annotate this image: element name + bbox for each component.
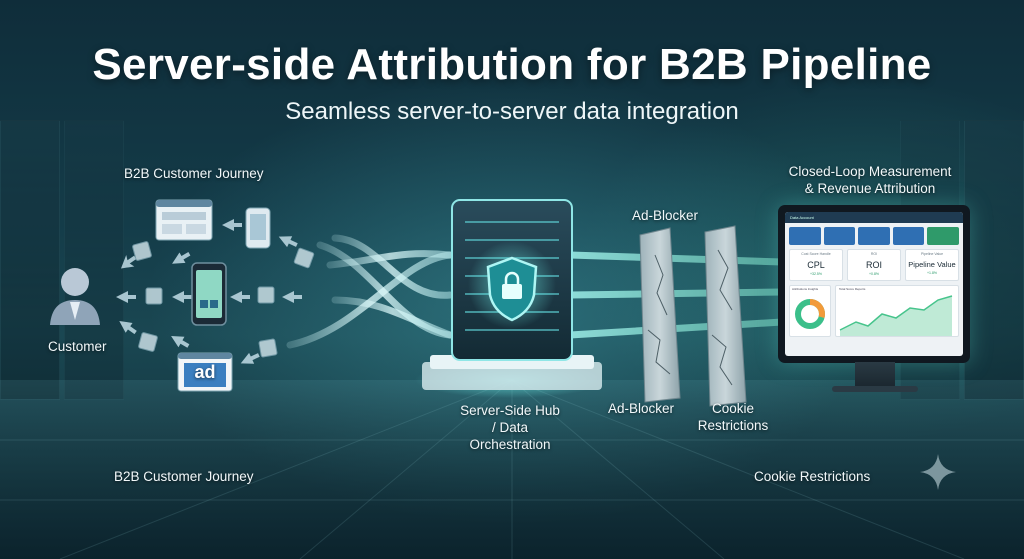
metric-roi: ROI ROI +0.8% bbox=[847, 249, 901, 281]
kpi-card bbox=[892, 227, 925, 245]
floor-grid bbox=[0, 379, 1024, 559]
donut-chart bbox=[795, 299, 825, 329]
customer-label: Customer bbox=[48, 339, 107, 354]
kpi-card bbox=[927, 227, 959, 245]
cookie-label-bottom: Cookie Restrictions bbox=[754, 469, 871, 484]
monitor-stand-base bbox=[832, 386, 918, 392]
left-data-pipes bbox=[286, 234, 454, 349]
page-title: Server-side Attribution for B2B Pipeline bbox=[92, 40, 932, 89]
kpi-card bbox=[789, 227, 821, 245]
smartphone-icon bbox=[191, 262, 227, 326]
adblocker-label-bottom: Ad-Blocker bbox=[608, 401, 675, 416]
cookie-label-middle: Cookie Restrictions bbox=[697, 401, 769, 433]
smartphone-icon bbox=[245, 207, 271, 249]
panel-title: Total Score Reports bbox=[839, 287, 866, 291]
background-server-rack bbox=[0, 120, 60, 400]
hub-label: Server-Side Hub / Data Orchestration bbox=[460, 403, 560, 452]
firewall-wall-icon bbox=[639, 227, 681, 403]
dashboard-metric-row: Cost Score Handle CPL +32.5% ROI ROI +0.… bbox=[785, 245, 963, 285]
metric-cpl: Cost Score Handle CPL +32.5% bbox=[789, 249, 843, 281]
dashboard-screen: Data Account Cost Score Handle CPL +32.5… bbox=[785, 212, 963, 356]
dashboard-panels: Attributions Insights Total Score Report… bbox=[785, 285, 963, 337]
floor bbox=[0, 380, 1024, 559]
journey-label-top: B2B Customer Journey bbox=[124, 166, 264, 181]
journey-label-bottom: B2B Customer Journey bbox=[114, 469, 254, 484]
dashboard-header-text: Data Account bbox=[790, 215, 814, 220]
dashboard-kpi-row bbox=[785, 223, 963, 245]
metric-pipeline-value: Pipeline Value Pipeline Value +1.8% bbox=[905, 249, 959, 281]
kpi-card bbox=[858, 227, 890, 245]
sparkle-icon bbox=[920, 454, 956, 490]
dashboard-header: Data Account bbox=[785, 212, 963, 223]
monitor-stand bbox=[855, 362, 895, 388]
firewall-wall-icon bbox=[704, 225, 747, 407]
line-chart-panel: Total Score Reports bbox=[835, 285, 959, 337]
metric-caption: ROI bbox=[870, 252, 878, 256]
browser-window-icon bbox=[155, 199, 213, 241]
donut-panel: Attributions Insights bbox=[789, 285, 831, 337]
metric-change: +32.5% bbox=[810, 272, 822, 276]
metric-change: +1.8% bbox=[926, 271, 938, 275]
metric-label: CPL bbox=[807, 260, 825, 270]
page-subtitle: Seamless server-to-server data integrati… bbox=[285, 98, 739, 125]
metric-caption: Cost Score Handle bbox=[801, 252, 831, 256]
metric-label: ROI bbox=[865, 260, 882, 270]
shield-lock-icon bbox=[486, 256, 538, 322]
monitor-dashboard-icon: Data Account Cost Score Handle CPL +32.5… bbox=[778, 205, 970, 363]
user-icon bbox=[50, 268, 100, 325]
metric-label: Pipeline Value bbox=[908, 260, 956, 269]
metric-change: +0.8% bbox=[868, 272, 880, 276]
ad-banner-text: ad bbox=[194, 362, 216, 382]
adblocker-label-top: Ad-Blocker bbox=[632, 208, 699, 223]
panel-title: Attributions Insights bbox=[792, 287, 819, 291]
kpi-card bbox=[823, 227, 856, 245]
ad-banner-icon bbox=[177, 352, 233, 392]
journey-arrows bbox=[116, 219, 302, 364]
metric-caption: Pipeline Value bbox=[920, 252, 944, 256]
line-chart bbox=[839, 295, 953, 336]
closed-loop-label: Closed-Loop Measurement & Revenue Attrib… bbox=[788, 164, 952, 196]
background-server-rack bbox=[64, 120, 124, 400]
